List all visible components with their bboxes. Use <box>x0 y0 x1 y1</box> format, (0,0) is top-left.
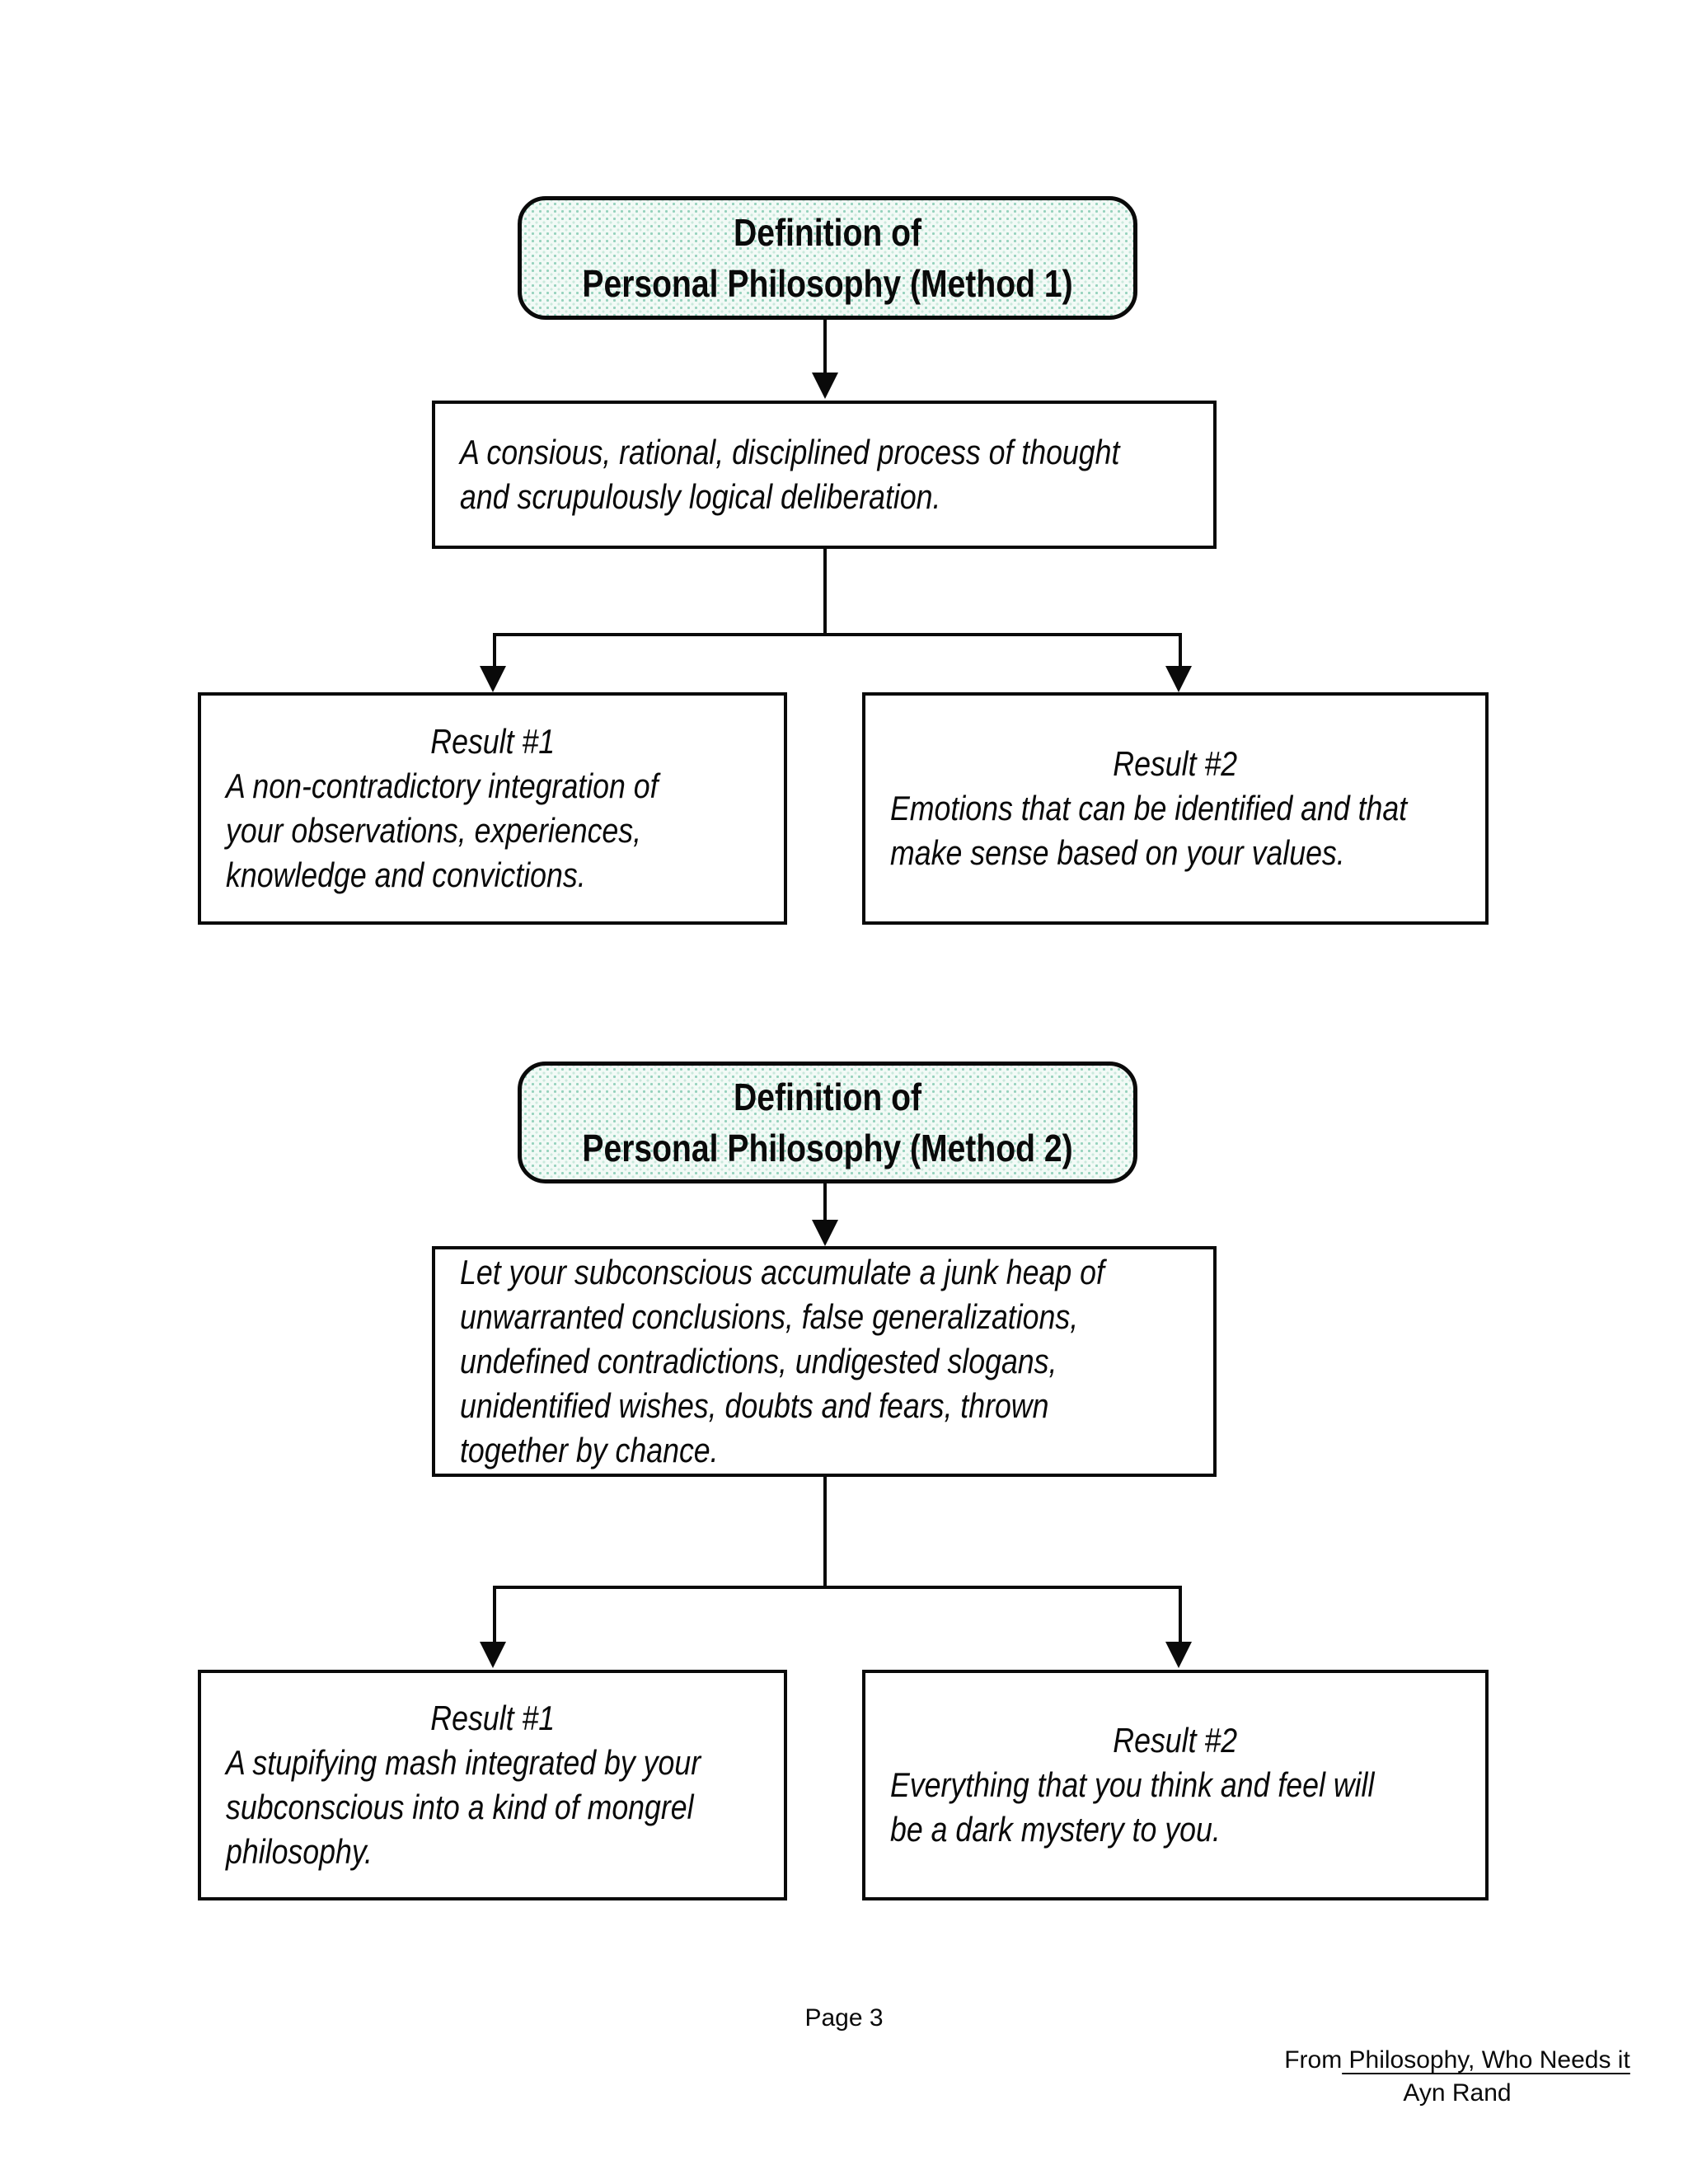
result-text-line: A stupifying mash integrated by your <box>226 1743 701 1782</box>
connector-stem <box>823 320 827 376</box>
result-text-line: A non-contradictory integration of <box>226 766 659 805</box>
arrowhead-down-icon <box>812 1220 838 1246</box>
branch-drop-left <box>493 633 496 669</box>
definition-title-line-2: Personal Philosophy (Method 2) <box>582 1127 1073 1169</box>
definition-title-line-1: Definition of <box>733 1076 922 1118</box>
result-heading: Result #1 <box>430 722 555 761</box>
result-text: Result #1 A stupifying mash integrated b… <box>201 1696 784 1874</box>
result-text: Result #1 A non-contradictory integratio… <box>201 719 784 898</box>
arrowhead-down-icon <box>480 1642 506 1668</box>
process-text-line: unwarranted conclusions, false generaliz… <box>460 1297 1079 1336</box>
process-text-line: undefined contradictions, undigested slo… <box>460 1342 1057 1380</box>
branch-drop-right <box>1179 633 1182 669</box>
result-box-1-method-2: Result #1 A stupifying mash integrated b… <box>198 1670 787 1900</box>
process-text-line: Let your subconscious accumulate a junk … <box>460 1253 1104 1291</box>
result-text-line: make sense based on your values. <box>890 833 1345 872</box>
process-text-line: A consious, rational, disciplined proces… <box>460 433 1120 471</box>
result-heading: Result #2 <box>1113 744 1238 783</box>
result-box-2-method-1: Result #2 Emotions that can be identifie… <box>862 692 1489 925</box>
result-box-2-method-2: Result #2 Everything that you think and … <box>862 1670 1489 1900</box>
result-text-line: subconscious into a kind of mongrel <box>226 1788 694 1826</box>
page-number: Page 3 <box>804 2004 884 2032</box>
process-box-method-1: A consious, rational, disciplined proces… <box>432 401 1217 549</box>
branch-line <box>493 1586 1182 1589</box>
result-box-1-method-1: Result #1 A non-contradictory integratio… <box>198 692 787 925</box>
source-title: Philosophy, Who Needs it <box>1342 2046 1630 2074</box>
result-text: Result #2 Everything that you think and … <box>865 1718 1485 1852</box>
process-text-line: and scrupulously logical deliberation. <box>460 477 941 516</box>
connector-stem <box>823 549 827 636</box>
source-prefix: From <box>1284 2046 1343 2074</box>
result-text-line: your observations, experiences, <box>226 811 642 850</box>
result-text-line: knowledge and convictions. <box>226 855 586 894</box>
process-text: Let your subconscious accumulate a junk … <box>435 1250 1213 1473</box>
result-text: Result #2 Emotions that can be identifie… <box>865 742 1485 875</box>
result-text-line: philosophy. <box>226 1832 373 1871</box>
result-text-line: be a dark mystery to you. <box>890 1810 1221 1849</box>
source-author: Ayn Rand <box>1403 2079 1512 2107</box>
definition-title-line-2: Personal Philosophy (Method 1) <box>582 262 1073 305</box>
result-text-line: Everything that you think and feel will <box>890 1765 1375 1804</box>
connector-stem <box>823 1183 827 1223</box>
arrowhead-down-icon <box>480 666 506 692</box>
branch-drop-right <box>1179 1586 1182 1642</box>
source-line: From Philosophy, Who Needs it <box>1259 2044 1655 2077</box>
arrowhead-down-icon <box>1165 666 1192 692</box>
process-box-method-2: Let your subconscious accumulate a junk … <box>432 1246 1217 1477</box>
process-text-line: unidentified wishes, doubts and fears, t… <box>460 1386 1049 1425</box>
result-heading: Result #1 <box>430 1699 555 1737</box>
arrowhead-down-icon <box>1165 1642 1192 1668</box>
definition-title: Definition of Personal Philosophy (Metho… <box>522 207 1133 309</box>
process-text: A consious, rational, disciplined proces… <box>435 430 1213 519</box>
definition-title: Definition of Personal Philosophy (Metho… <box>522 1071 1133 1174</box>
result-text-line: Emotions that can be identified and that <box>890 789 1408 827</box>
source-attribution: From Philosophy, Who Needs it Ayn Rand <box>1259 2044 1655 2110</box>
definition-box-method-2: Definition of Personal Philosophy (Metho… <box>518 1062 1137 1183</box>
definition-title-line-1: Definition of <box>733 211 922 254</box>
branch-line <box>493 633 1182 636</box>
arrowhead-down-icon <box>812 373 838 399</box>
result-heading: Result #2 <box>1113 1721 1238 1760</box>
process-text-line: together by chance. <box>460 1431 719 1469</box>
branch-drop-left <box>493 1586 496 1642</box>
definition-box-method-1: Definition of Personal Philosophy (Metho… <box>518 196 1137 320</box>
connector-stem <box>823 1477 827 1589</box>
